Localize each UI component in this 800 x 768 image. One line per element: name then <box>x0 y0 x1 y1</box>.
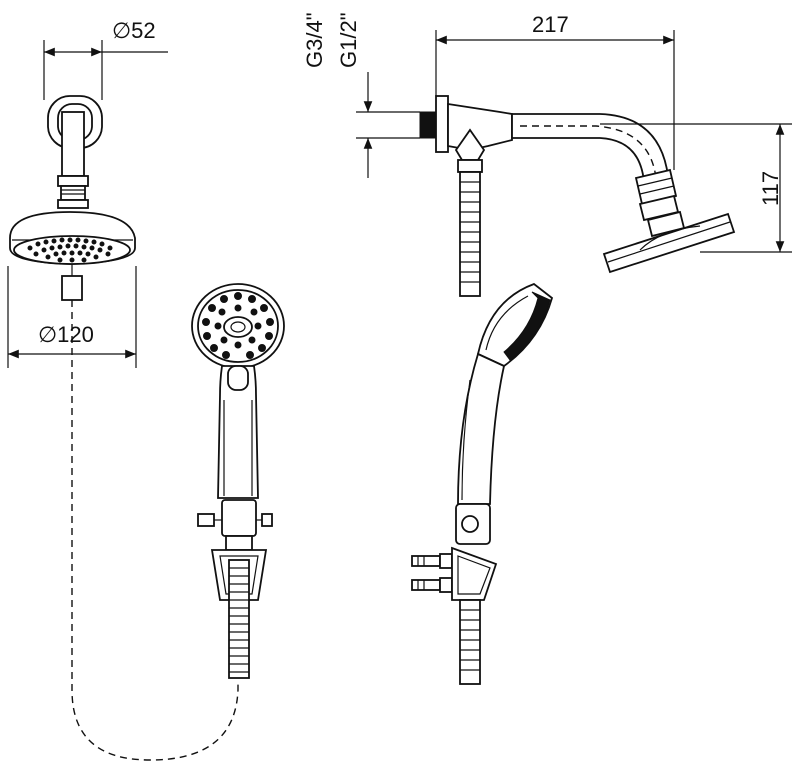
front-hand-shower <box>191 283 285 679</box>
hand-shower-hose <box>228 559 250 679</box>
arm-height-label: 117 <box>758 171 783 206</box>
dimension-arm-length: 217 <box>435 12 675 170</box>
thread-outer-label: G3/4" <box>302 12 327 68</box>
front-shower-head <box>9 95 136 301</box>
arm-length-label: 217 <box>532 12 569 37</box>
arm-diameter-label: ∅52 <box>112 18 156 43</box>
side-hand-hose <box>459 599 481 685</box>
wall-plugs <box>411 553 453 593</box>
side-hose-stub <box>459 171 481 297</box>
side-hand-shower <box>411 282 554 685</box>
dimension-thread: G3/4" G1/2" <box>302 12 420 178</box>
hand-shower-nozzles <box>202 292 274 359</box>
nozzle-pattern <box>27 237 113 263</box>
hose-path <box>71 300 239 761</box>
head-diameter-label: ∅120 <box>38 322 94 347</box>
dimension-head-diameter: ∅120 <box>7 266 137 368</box>
side-wall-arm <box>419 95 736 297</box>
dimension-arm-height: 117 <box>600 123 792 253</box>
thread-inner-label: G1/2" <box>336 12 361 68</box>
dimension-arm-diameter: ∅52 <box>43 18 168 100</box>
